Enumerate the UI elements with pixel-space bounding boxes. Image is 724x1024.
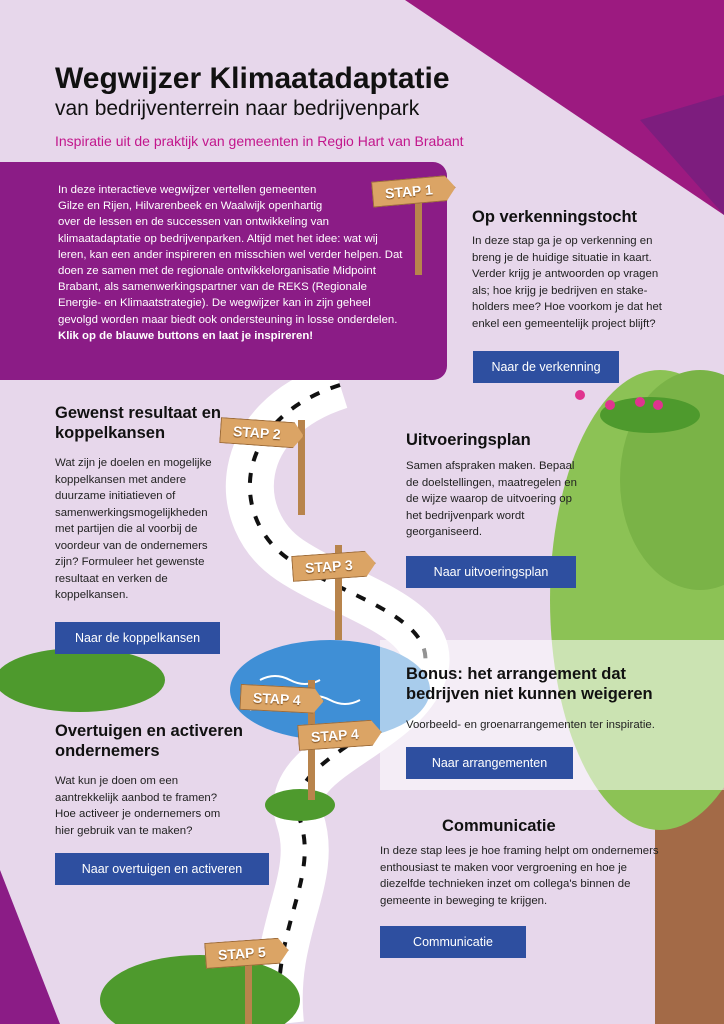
sign-stap-4a: STAP 4 [239, 684, 324, 714]
tagline: Inspiratie uit de praktijk van gemeenten… [55, 133, 464, 149]
page-title: Wegwijzer Klimaatadaptatie [55, 62, 450, 95]
signpost [298, 420, 305, 515]
signpost [415, 190, 422, 275]
verkenning-text: In deze stap ga je op verkenning en bren… [472, 235, 662, 330]
koppel-button[interactable]: Naar de koppelkansen [55, 622, 220, 654]
uitvoering-title: Uitvoeringsplan [406, 431, 531, 449]
intro-cta: Klik op de blauwe buttons en laat je ins… [58, 329, 314, 342]
bonus-text: Voorbeeld- en groenarrangementen ter ins… [406, 719, 655, 731]
signpost [335, 545, 342, 640]
overtuigen-text: Wat kun je doen om een aantrekkelijk aan… [55, 775, 221, 837]
communicatie-title: Communicatie [442, 817, 556, 835]
bonus-title: Bonus: het arrangement dat bedrijven nie… [406, 665, 653, 703]
koppel-text: Wat zijn je doelen en mogelijke koppelka… [55, 457, 212, 601]
uitvoering-button[interactable]: Naar uitvoeringsplan [406, 556, 576, 588]
verkenning-button[interactable]: Naar de verkenning [473, 351, 619, 383]
signpost [245, 940, 252, 1024]
overtuigen-button[interactable]: Naar overtuigen en activeren [55, 853, 269, 885]
verkenning-title: Op verkenningstocht [472, 208, 638, 226]
communicatie-button[interactable]: Communicatie [380, 926, 526, 958]
communicatie-text: In deze stap lees je hoe framing helpt o… [380, 845, 659, 907]
bonus-button[interactable]: Naar arrangementen [406, 747, 573, 779]
page-subtitle: van bedrijventerrein naar bedrijvenpark [55, 97, 420, 120]
koppel-title: Gewenst resultaat en koppelkansen [55, 404, 221, 442]
intro-text: In deze interactieve wegwijzer vertellen… [58, 184, 403, 326]
overtuigen-title: Overtuigen en activeren ondernemers [55, 722, 243, 760]
uitvoering-text: Samen afspraken maken. Bepaal de doelste… [406, 460, 577, 538]
